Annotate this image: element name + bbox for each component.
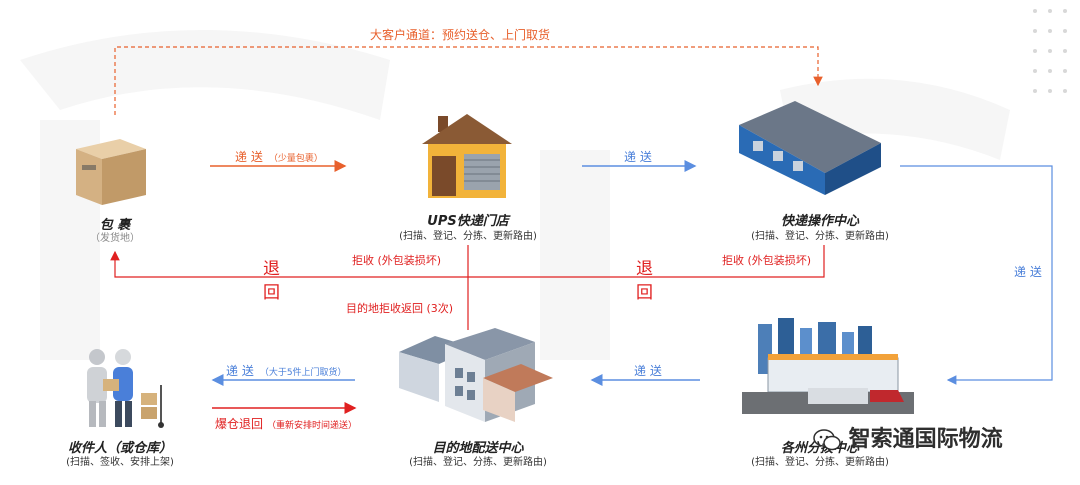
dest-center-title: 目的地配送中心 — [432, 441, 524, 456]
operation-center-sub: (扫描、登记、分拣、更新路由) — [751, 231, 889, 242]
ups-store-icon — [422, 114, 512, 198]
dest-reject-label: 目的地拒收返回 (3次) — [346, 302, 454, 315]
deliver-label-3: 递 送 — [634, 364, 662, 378]
reject-store-label: 拒收 (外包装损坏) — [352, 254, 442, 267]
state-hub-icon — [742, 318, 914, 414]
return-char-2b: 回 — [636, 283, 653, 303]
operation-center-title: 快递操作中心 — [780, 214, 859, 229]
return-char-1a: 退 — [263, 259, 280, 279]
reject-center-label: 拒收 (外包装损坏) — [722, 254, 812, 267]
deliver-small-label: 递 送（少量包裹） — [235, 150, 323, 164]
return-char-1b: 回 — [263, 283, 280, 303]
deliver-large-label: 递 送（大于5件上门取货） — [226, 364, 347, 378]
deliver-label-right: 递 送 — [1014, 265, 1042, 279]
top-route-label: 大客户通道：预约送仓、上门取货 — [370, 28, 551, 42]
brand-text: 智索通国际物流 — [848, 427, 1003, 452]
package-title: 包 裹 — [99, 218, 131, 233]
receiver-sub: (扫描、签收、安排上架) — [66, 457, 174, 468]
return-char-2a: 退 — [636, 259, 653, 279]
receiver-people-icon — [87, 349, 164, 428]
receiver-title: 收件人（或仓库） — [67, 441, 172, 456]
wechat-icon — [813, 429, 841, 451]
overflow-return-label: 爆仓退回（重新安排时间递送） — [215, 417, 358, 431]
decorative-dots — [1033, 9, 1067, 93]
top-route-line — [114, 46, 823, 115]
brand-watermark: 智索通国际物流 — [813, 421, 1003, 453]
arrow-center-to-hub — [900, 165, 1053, 385]
arrow-return-line — [110, 245, 825, 278]
dest-center-sub: (扫描、登记、分拣、更新路由) — [409, 457, 547, 468]
ups-store-sub: (扫描、登记、分拣、更新路由) — [399, 231, 537, 242]
package-box-icon — [76, 139, 146, 205]
ups-store-title: UPS快递门店 — [427, 214, 509, 229]
package-sub: （发货地） — [90, 233, 140, 244]
deliver-label-1: 递 送 — [624, 150, 652, 164]
destination-center-icon — [399, 328, 553, 422]
state-hub-sub: (扫描、登记、分拣、更新路由) — [751, 457, 889, 468]
operation-center-icon — [739, 101, 881, 195]
